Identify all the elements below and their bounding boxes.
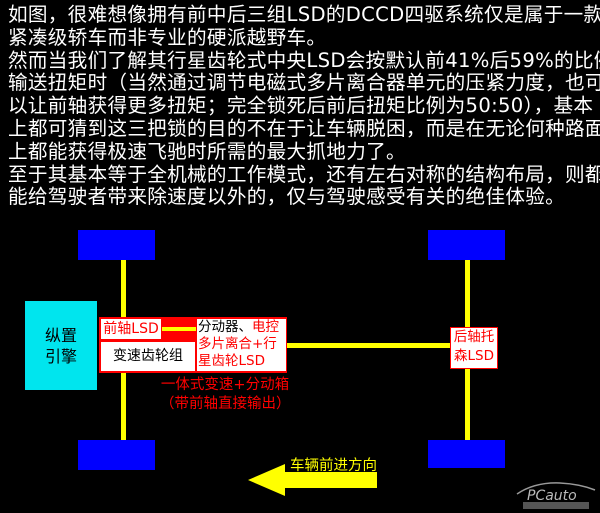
text-line: 上都能获得极速飞驰时所需的最大抓地力了。	[8, 139, 406, 163]
text-line: 紧凑级轿车而非专业的硬派越野车。	[8, 25, 327, 49]
transfer-text: 分动器、	[198, 319, 252, 335]
text-line: 上都可猜到这三把锁的目的不在于让车辆脱困，而是在无论何种路面	[8, 116, 600, 140]
svg-text:PCauto: PCauto	[527, 488, 577, 504]
front-left-wheel	[78, 230, 155, 260]
article-paragraph: 如图，很难想像拥有前中后三组LSD的DCCD四驱系统仅是属于一款 紧凑级轿车而非…	[8, 3, 600, 209]
text-line: 如图，很难想像拥有前中后三组LSD的DCCD四驱系统仅是属于一款	[8, 3, 600, 26]
front-lsd-link	[162, 327, 196, 331]
transfer-text: 多片离合+行	[198, 336, 277, 352]
engine-label: 纵置	[44, 325, 77, 345]
rear-lsd-label: 后轴托	[453, 329, 495, 345]
caption-line: 一体式变速+分动箱	[160, 377, 290, 393]
rear-left-wheel	[428, 230, 505, 260]
car-outline-icon: PCauto	[516, 482, 596, 509]
front-lsd-label: 前轴LSD	[101, 319, 161, 339]
gearset-label: 变速齿轮组	[101, 342, 195, 371]
transfer-text: 星齿轮LSD	[198, 353, 265, 369]
engine-label: 引擎	[44, 346, 77, 366]
engine-block: 纵置引擎	[25, 301, 97, 390]
direction-arrow-icon	[248, 464, 377, 496]
text-line: 能给驾驶者带来除速度以外的，仅与驾驶感受有关的绝佳体验。	[8, 185, 566, 209]
text-line: 以让前轴获得更多扭矩；完全锁死后前后扭矩比例为50:50），基本	[8, 94, 594, 118]
pcauto-logo: PCauto	[515, 480, 597, 510]
text-line: 然而当我们了解其行星齿轮式中央LSD会按默认前41%后59%的比例	[8, 48, 600, 72]
transfer-text: 电控	[252, 319, 279, 335]
transfer-case-label: 分动器、电控 多片离合+行 星齿轮LSD	[197, 319, 286, 371]
transmission-caption: 一体式变速+分动箱 （带前轴直接输出）	[160, 376, 291, 414]
rear-right-wheel	[428, 440, 505, 468]
caption-line: （带前轴直接输出）	[160, 396, 291, 412]
direction-label: 车辆前进方向	[290, 458, 377, 474]
transmission-box: 前轴LSD 变速齿轮组 分动器、电控 多片离合+行 星齿轮LSD	[99, 317, 287, 373]
text-line: 输送扭矩时（当然通过调节电磁式多片离合器单元的压紧力度，也可	[8, 71, 600, 95]
rear-lsd-label: 森LSD	[454, 348, 494, 364]
drive-shaft	[287, 343, 467, 348]
text-line: 至于其基本等于全机械的工作模式，还有左右对称的结构布局，则都	[8, 162, 600, 186]
rear-lsd-box: 后轴托 森LSD	[450, 327, 498, 369]
front-right-wheel	[78, 440, 155, 470]
